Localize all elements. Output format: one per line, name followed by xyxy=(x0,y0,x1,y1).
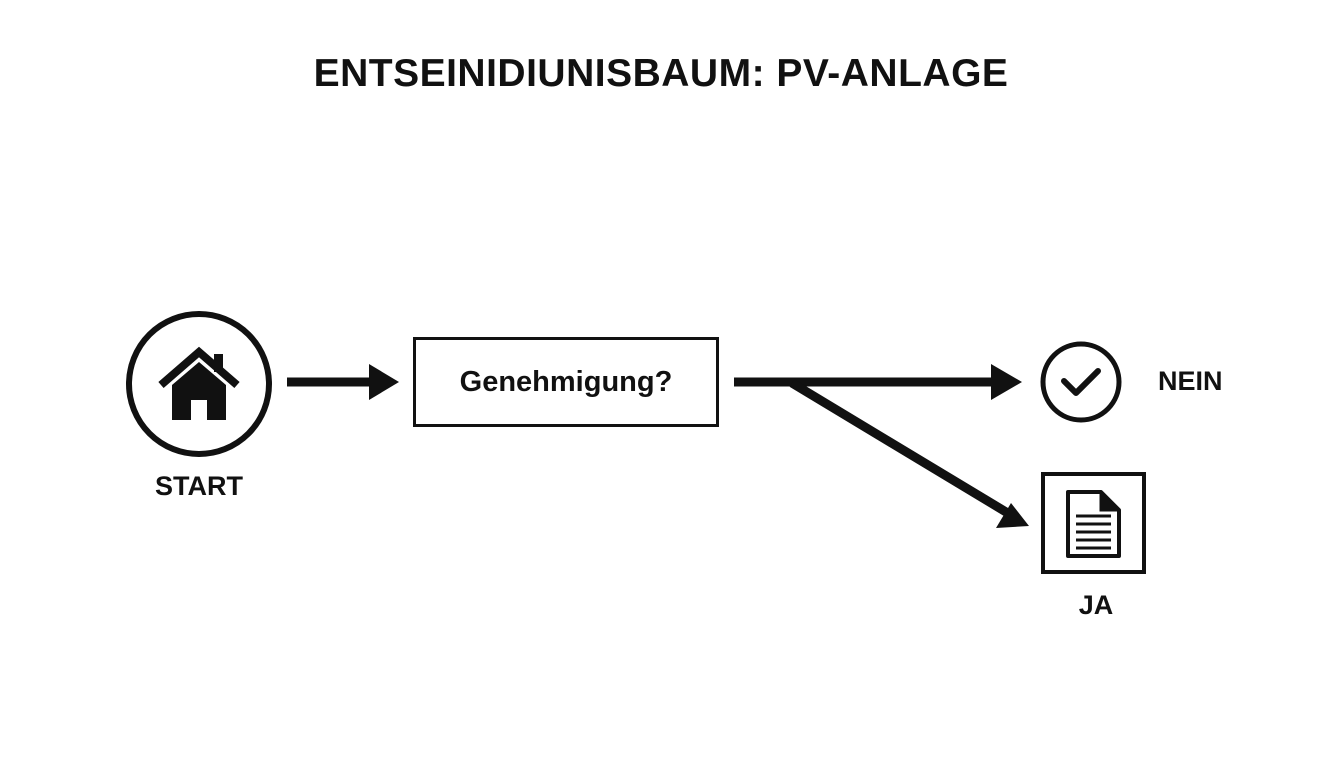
start-label: START xyxy=(155,471,243,501)
start-node xyxy=(126,311,272,457)
check-circle-icon xyxy=(1040,341,1122,423)
document-icon xyxy=(1066,490,1121,558)
arrow-decision-to-ja xyxy=(789,379,1029,528)
diagram-title: ENTSEINIDIUNISBAUM: PV-ANLAGE xyxy=(313,52,1009,95)
arrow-start-to-decision xyxy=(287,364,399,400)
ja-node xyxy=(1041,472,1146,574)
nein-label: NEIN xyxy=(1158,366,1223,396)
decision-box: Genehmigung? xyxy=(413,337,719,427)
ja-label: JA xyxy=(1078,590,1114,620)
decision-label: Genehmigung? xyxy=(459,365,673,398)
arrow-decision-to-nein xyxy=(734,364,1022,400)
house-icon xyxy=(158,346,240,420)
